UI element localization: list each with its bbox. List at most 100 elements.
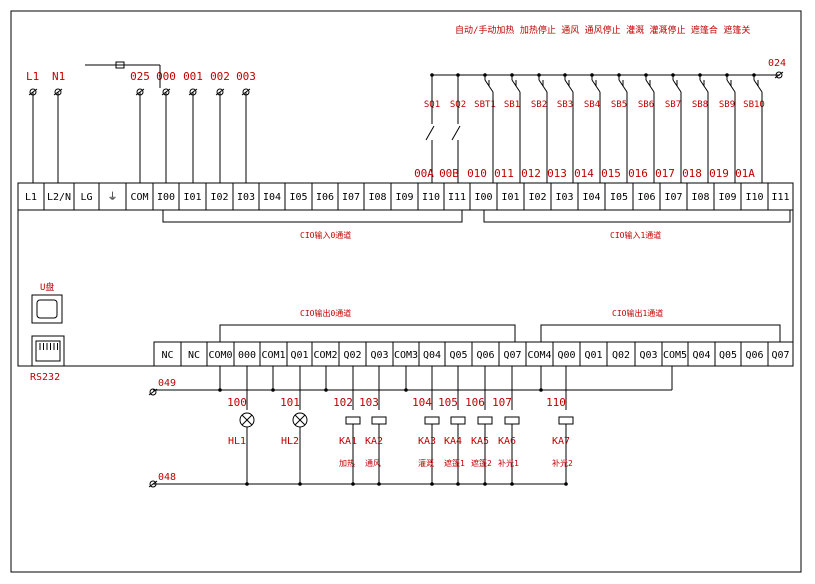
input-terminal-label: I08	[691, 192, 709, 203]
relay-coil-icon	[424, 416, 440, 425]
input-terminal-label: I02	[210, 192, 228, 203]
input-terminal-label: I05	[289, 192, 307, 203]
header-title: 自动/手动加热 加热停止 通风 通风停止 灌溉 灌溉停止 遮篷合 遮篷关	[455, 24, 750, 36]
node-048-label: 048	[158, 472, 176, 483]
input-terminal-label: I06	[637, 192, 655, 203]
relay-coil-icon	[558, 416, 574, 425]
switch-label: SB7	[665, 100, 681, 110]
bus-junction	[298, 482, 302, 486]
output-terminal-label: COM2	[313, 350, 337, 361]
bus-junction	[456, 482, 460, 486]
terminal-symbol	[149, 480, 157, 488]
relay-coil-icon	[450, 416, 466, 425]
device-label: KA2	[365, 436, 383, 447]
input-terminal-label: I00	[474, 192, 492, 203]
input-terminal-label: I07	[342, 192, 360, 203]
out1-bracket	[540, 324, 781, 342]
input-terminal-label: I01	[183, 192, 201, 203]
terminal-symbol	[149, 388, 157, 396]
device-function-label: 加热	[339, 458, 355, 468]
input-terminal-label: I05	[610, 192, 628, 203]
bus-junction	[539, 388, 543, 392]
device-function-label: 遮篷1	[444, 458, 465, 468]
bus-junction	[218, 388, 222, 392]
top-address-label: 025	[130, 70, 150, 83]
node-049-label: 049	[158, 378, 176, 389]
device-label: KA3	[418, 436, 436, 447]
output-terminal-label: Q06	[476, 350, 494, 361]
limit-switch-icon	[451, 125, 461, 141]
input-terminal-label: I02	[528, 192, 546, 203]
output-terminal-label: 000	[238, 350, 256, 361]
output-devices: 100HL1101HL2102KA1加热103KA2通风104KA3灌溉105K…	[227, 366, 574, 486]
input-address-label: 012	[521, 167, 541, 180]
usb-label: U盘	[40, 281, 54, 293]
bus-junction	[245, 482, 249, 486]
input-terminal-label: I10	[422, 192, 440, 203]
terminal-slash	[215, 88, 225, 96]
switch-label: SB9	[719, 100, 735, 110]
bus-junction	[351, 482, 355, 486]
input-terminal-label: I03	[555, 192, 573, 203]
fuse-icon	[115, 61, 125, 69]
input-terminal-label: I08	[368, 192, 386, 203]
terminal-symbol	[54, 88, 62, 96]
bus-junction	[377, 482, 381, 486]
input-terminal-label: I07	[664, 192, 682, 203]
usb-port-inner	[36, 299, 58, 319]
device-label: HL2	[281, 436, 299, 447]
bus-junction	[324, 388, 328, 392]
input-terminal-label: L2/N	[47, 192, 71, 203]
rs232-pins	[39, 343, 58, 350]
device-label: HL1	[228, 436, 246, 447]
input-terminal-label: L1	[25, 192, 37, 203]
output-terminal-label: Q06	[745, 350, 763, 361]
lamp-cross	[241, 414, 253, 426]
switch-label: SB8	[692, 100, 708, 110]
switch-label: SBT1	[474, 100, 496, 110]
in1-group-label: CIO输入1通道	[610, 230, 661, 240]
device-label: KA4	[444, 436, 462, 447]
input-terminal-label: I06	[316, 192, 334, 203]
device-function-label: 遮篷2	[471, 458, 492, 468]
device-label: KA6	[498, 436, 516, 447]
rs232-port-icon	[31, 335, 65, 367]
terminal-slash	[161, 88, 171, 96]
input-terminal-label: ⏚	[108, 191, 118, 203]
out1-group-label: CIO输出1通道	[612, 308, 663, 318]
output-terminal-label: Q04	[423, 350, 441, 361]
output-terminal-label: Q04	[692, 350, 710, 361]
output-terminal-label: Q01	[290, 350, 308, 361]
relay-coil-icon	[345, 416, 361, 425]
input-address-label: 01A	[735, 167, 755, 180]
bus-junction	[430, 482, 434, 486]
bus-junction	[483, 482, 487, 486]
terminal-symbol	[162, 88, 170, 96]
input-address-label: 013	[547, 167, 567, 180]
limit-switch-icon	[425, 125, 435, 141]
input-address-label: 014	[574, 167, 594, 180]
output-number-label: 105	[438, 396, 458, 409]
input-terminal-label: I09	[395, 192, 413, 203]
input-address-label: 019	[709, 167, 729, 180]
output-terminal-label: COM5	[663, 350, 687, 361]
terminal-symbol	[242, 88, 250, 96]
top-address-label: 002	[210, 70, 230, 83]
usb-port-icon	[31, 294, 63, 324]
input-address-label: 015	[601, 167, 621, 180]
out0-group-label: CIO输出0通道	[300, 308, 351, 318]
node-024-label: 024	[768, 58, 786, 69]
label-l1: L1	[26, 70, 39, 83]
output-terminal-label: Q05	[449, 350, 467, 361]
terminal-symbol	[216, 88, 224, 96]
device-label: KA5	[471, 436, 489, 447]
output-number-label: 102	[333, 396, 353, 409]
output-terminal-label: Q07	[503, 350, 521, 361]
input-terminal-cell	[767, 182, 794, 211]
terminal-symbol	[189, 88, 197, 96]
output-terminal-label: COM0	[208, 350, 232, 361]
